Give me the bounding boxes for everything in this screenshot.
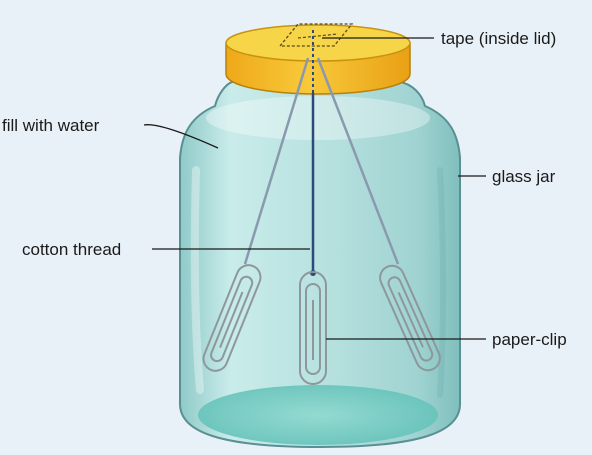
label-cotton-thread: cotton thread: [22, 240, 121, 259]
label-glass-jar: glass jar: [492, 167, 556, 186]
water-bottom: [198, 385, 438, 445]
label-tape: tape (inside lid): [441, 29, 556, 48]
label-paper-clip: paper-clip: [492, 330, 567, 349]
label-fill-water: fill with water: [2, 116, 100, 135]
